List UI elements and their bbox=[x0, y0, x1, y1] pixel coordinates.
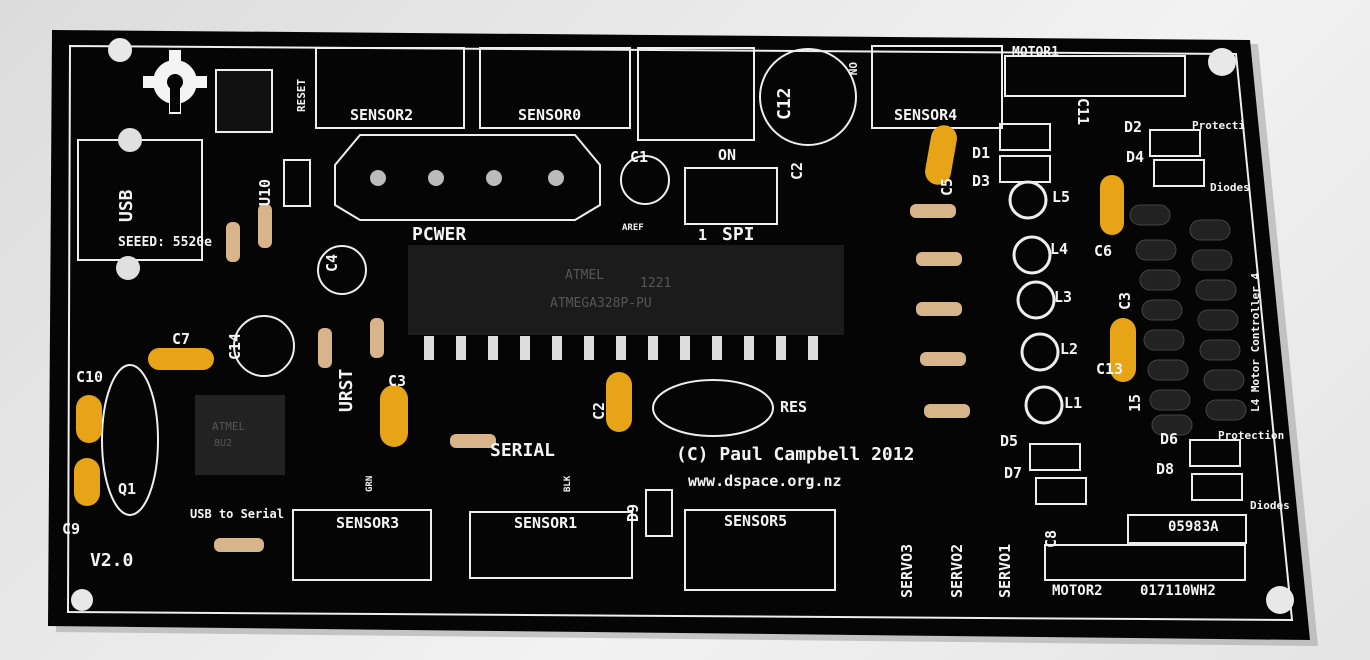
label-l1: L1 bbox=[1064, 394, 1083, 412]
motor-controller-pads bbox=[1129, 204, 1247, 436]
label-c2: C2 bbox=[590, 401, 608, 420]
label-blk: BLK bbox=[563, 475, 573, 492]
atmega-model: ATMEGA328P-PU bbox=[550, 296, 652, 311]
label-spi: SPI bbox=[722, 224, 755, 245]
label-reset: RESET bbox=[295, 78, 308, 112]
label-serial: SERIAL bbox=[490, 440, 556, 461]
label-sensor3: SENSOR3 bbox=[336, 514, 400, 532]
label-motor1: MOTOR1 bbox=[1012, 45, 1059, 60]
label-usb-to-serial: USB to Serial bbox=[190, 507, 284, 521]
resistors bbox=[214, 204, 970, 552]
label-l2: L2 bbox=[1060, 340, 1079, 358]
label-res: RES bbox=[780, 398, 808, 416]
led-footprints bbox=[1008, 180, 1064, 425]
label-c11: C11 bbox=[1074, 98, 1092, 126]
label-u10: U10 bbox=[256, 178, 274, 206]
label-pin15: 15 bbox=[1126, 393, 1144, 412]
label-protection-top: Protecti bbox=[1192, 119, 1245, 132]
label-version: V2.0 bbox=[90, 550, 134, 571]
label-protection-bottom: Protection bbox=[1218, 429, 1285, 442]
label-sensor5: SENSOR5 bbox=[724, 512, 788, 530]
label-sensor1: SENSOR1 bbox=[514, 514, 578, 532]
label-d5: D5 bbox=[1000, 432, 1019, 450]
label-l3: L3 bbox=[1054, 288, 1073, 306]
label-d7: D7 bbox=[1004, 464, 1023, 482]
label-power: PCWER bbox=[412, 224, 467, 245]
label-spi-on: ON bbox=[718, 146, 737, 164]
label-seeed: SEEED: 5520e bbox=[118, 235, 212, 250]
atmega-brand: ATMEL bbox=[565, 268, 605, 283]
usb-chip-brand: ATMEL bbox=[212, 420, 246, 433]
usb-serial-chip bbox=[195, 395, 285, 475]
label-urst: URST bbox=[336, 368, 357, 412]
label-c9: C9 bbox=[62, 520, 81, 538]
open-hardware-gear-icon bbox=[143, 50, 207, 114]
usb-chip-model: 8U2 bbox=[214, 438, 233, 449]
ceramic-capacitors bbox=[74, 125, 1136, 506]
electrolytic-capacitors bbox=[233, 48, 857, 377]
label-motor2: MOTOR2 bbox=[1052, 583, 1103, 599]
website-text: www.dspace.org.nz bbox=[688, 472, 842, 490]
label-d9: D9 bbox=[624, 503, 642, 522]
pcb-outline-silk bbox=[66, 44, 1294, 622]
label-l5: L5 bbox=[1052, 188, 1071, 206]
label-part-number: 017110WH2 bbox=[1140, 583, 1216, 599]
label-c10: C10 bbox=[76, 368, 104, 386]
label-c7: C7 bbox=[172, 330, 191, 348]
label-grn: GRN bbox=[365, 475, 375, 492]
label-c6: C6 bbox=[1094, 242, 1113, 260]
label-q1: Q1 bbox=[118, 480, 137, 498]
atmega-chip bbox=[408, 245, 844, 335]
label-c13: C13 bbox=[1096, 360, 1124, 378]
label-aref: AREF bbox=[622, 223, 644, 233]
label-servo2: SERVO2 bbox=[948, 543, 966, 598]
label-spi-pin1: 1 bbox=[698, 226, 708, 244]
label-d1: D1 bbox=[972, 144, 991, 162]
label-diodes-bottom: Diodes bbox=[1250, 499, 1290, 512]
atmega-date-code: 1221 bbox=[640, 276, 672, 291]
label-l4: L4 bbox=[1050, 240, 1069, 258]
label-c2-top: C2 bbox=[788, 161, 806, 180]
ic-footprint bbox=[215, 69, 273, 133]
label-switch-on: ON bbox=[846, 62, 859, 76]
label-c14: C14 bbox=[226, 332, 244, 360]
label-motor-controller: L4 Motor Controller 4 bbox=[1249, 272, 1262, 412]
label-sensor2: SENSOR2 bbox=[350, 106, 414, 124]
label-c5: C5 bbox=[938, 177, 956, 196]
label-part-code: 05983A bbox=[1168, 519, 1219, 535]
label-usb: USB bbox=[116, 189, 137, 222]
label-d2: D2 bbox=[1124, 118, 1143, 136]
label-sensor0: SENSOR0 bbox=[518, 106, 582, 124]
label-d3: D3 bbox=[972, 172, 991, 190]
label-c3: C3 bbox=[388, 372, 407, 390]
label-d6: D6 bbox=[1160, 430, 1179, 448]
copyright-text: (C) Paul Campbell 2012 bbox=[676, 444, 915, 465]
label-c4: C4 bbox=[323, 253, 341, 272]
label-sensor4: SENSOR4 bbox=[894, 106, 958, 124]
label-c3-right: C3 bbox=[1116, 291, 1134, 310]
header-outlines bbox=[101, 45, 1247, 591]
label-servo3: SERVO3 bbox=[898, 543, 916, 598]
label-diodes-top: Diodes bbox=[1210, 181, 1250, 194]
label-d4: D4 bbox=[1126, 148, 1145, 166]
label-c1: C1 bbox=[630, 148, 649, 166]
label-c8: C8 bbox=[1042, 529, 1060, 548]
mounting-holes bbox=[71, 38, 1294, 614]
label-servo1: SERVO1 bbox=[996, 543, 1014, 598]
diode-footprints bbox=[283, 123, 1243, 537]
label-d8: D8 bbox=[1156, 460, 1175, 478]
label-c12: C12 bbox=[774, 87, 795, 120]
